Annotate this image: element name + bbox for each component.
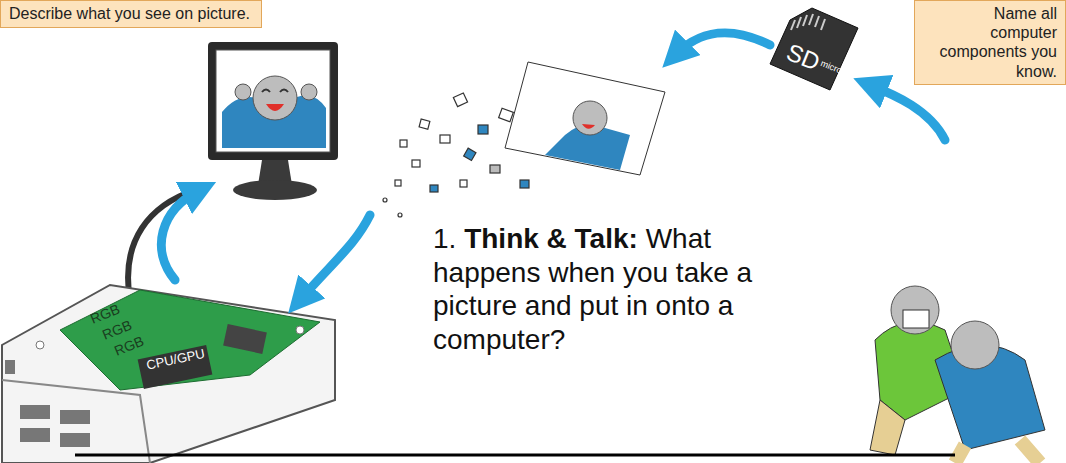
task-text: Describe what you see on picture. — [9, 4, 253, 23]
task-box: Name all computer components you know. — [914, 0, 1066, 85]
sd-card — [770, 8, 858, 90]
question-block: 1. Think & Talk: What happens when you t… — [433, 222, 818, 356]
monitor — [208, 42, 338, 200]
computer-case — [2, 285, 335, 463]
pixel-pieces — [383, 93, 529, 217]
question-heading: Think & Talk: — [464, 223, 638, 254]
task-text: Name all computer components you know. — [923, 4, 1057, 81]
photo — [505, 62, 665, 175]
task-box: Describe what you see on picture. — [0, 0, 262, 28]
people — [870, 286, 1045, 463]
question-number: 1. — [433, 223, 456, 254]
base-line — [75, 454, 955, 457]
